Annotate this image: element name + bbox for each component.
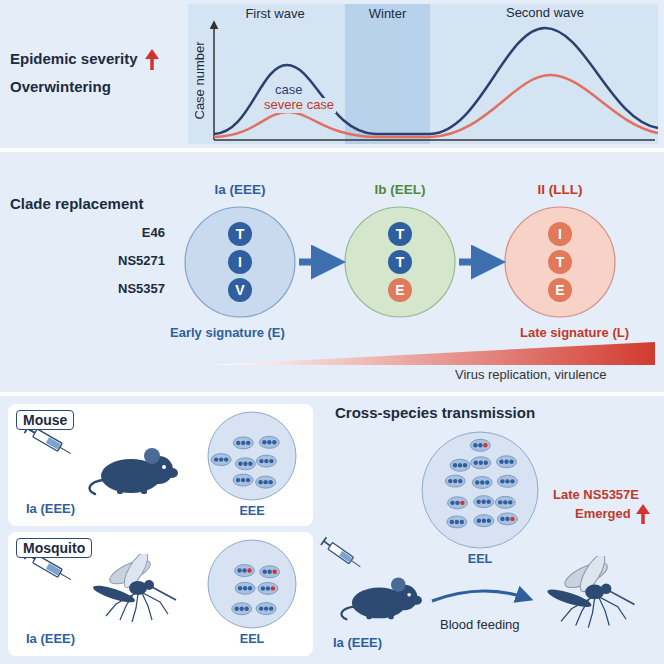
virus-population: EEL — [415, 428, 545, 570]
epidemic-chart — [0, 0, 664, 148]
epidemic-panel: Epidemic severityOverwintering — [0, 0, 664, 148]
annotation-label: Virus replication, virulence — [455, 368, 607, 383]
annotation-label: Case number — [193, 40, 208, 120]
genotype-label: EEE — [198, 504, 306, 518]
dose-label: Overwintering — [10, 78, 111, 95]
panel-heading: Clade replacement — [10, 195, 143, 212]
panel-heading: Mouse — [16, 410, 74, 430]
clade-name: II (LLL) — [498, 182, 622, 198]
flow-arrow — [459, 259, 499, 266]
clade-name: Ia (EEE) — [178, 182, 302, 198]
dose-label: Ia (EEE) — [26, 502, 75, 517]
annotation-label: case — [273, 83, 304, 98]
dose-label: Ia (EEE) — [26, 632, 75, 647]
clade-panel: Clade replacementIa (EEE)TIVIb (EEL)TTEI… — [0, 152, 664, 392]
clade-circle: II (LLL) ITE — [498, 182, 622, 322]
annotation-label: NS5271 — [90, 254, 165, 269]
mosquito-box: Mosquito Ia (EEE) EEL — [8, 532, 313, 656]
annotation-label: Winter — [345, 7, 430, 22]
genotype-label: EEL — [198, 632, 306, 646]
annotation-label: Ia (EEE) — [333, 636, 382, 651]
clade-circle: Ib (EEL)TTE — [338, 182, 462, 322]
clade-name: Ib (EEL) — [338, 182, 462, 198]
genotype-label: EEL — [415, 552, 545, 566]
population-outline — [415, 428, 545, 570]
clade-outline — [338, 182, 462, 322]
residue-letter: V — [228, 278, 252, 302]
residue-letter: E — [548, 278, 572, 302]
annotation-label: Early signature (E) — [170, 326, 285, 341]
flow-arrow — [299, 259, 339, 266]
residue-letter: T — [388, 222, 412, 246]
residue-letter: I — [548, 222, 572, 246]
annotation-label: severe case — [262, 98, 336, 113]
clade-circle: Ia (EEE) TIV — [178, 182, 302, 322]
residue-letter: E — [388, 278, 412, 302]
panel-heading: Cross-species transmission — [335, 404, 535, 421]
annotation-label: First wave — [220, 7, 330, 22]
transmission-panel: Cross-species transmission Mouse Ia (EEE)… — [0, 396, 664, 664]
annotation-label: E46 — [90, 226, 165, 241]
residue-letter: T — [548, 250, 572, 274]
panel-heading: Mosquito — [16, 538, 92, 558]
clade-outline — [498, 182, 622, 322]
residue-letter: I — [228, 250, 252, 274]
panel-heading: Epidemic severity — [10, 50, 138, 67]
clade-outline — [178, 182, 302, 322]
annotation-label: Late NS5357E — [553, 488, 639, 503]
annotation-label: Blood feeding — [440, 618, 520, 633]
annotation-label: NS5357 — [90, 282, 165, 297]
annotation-label: Second wave — [490, 6, 600, 21]
virus-population: EEL — [198, 536, 306, 650]
annotation-label: Late signature (L) — [520, 326, 629, 341]
virus-population: EEE — [198, 408, 306, 522]
residue-letter: T — [388, 250, 412, 274]
annotation-label: Emerged — [575, 507, 631, 522]
mouse-box: Mouse Ia (EEE) EEE — [8, 404, 313, 526]
residue-letter: T — [228, 222, 252, 246]
